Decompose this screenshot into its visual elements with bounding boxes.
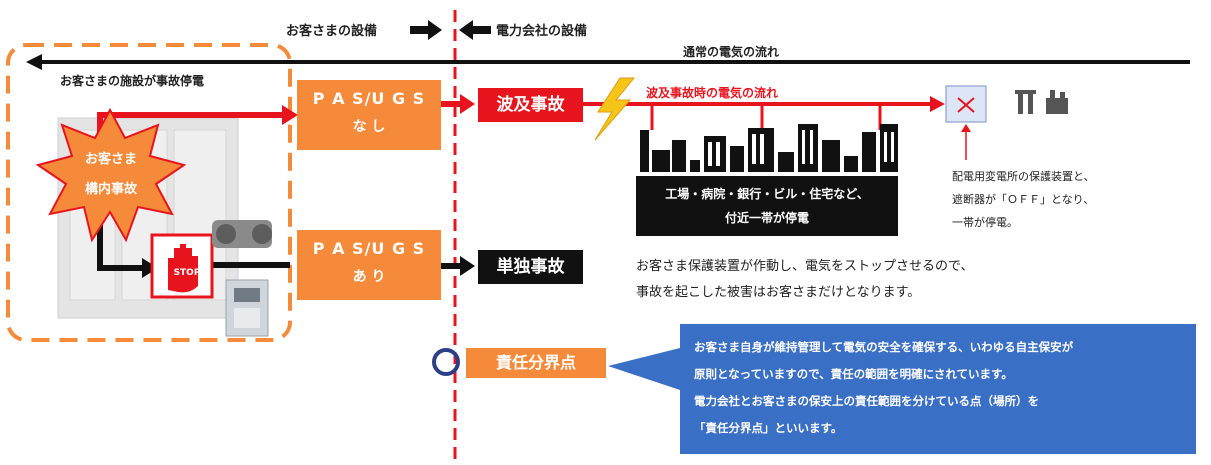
customer-equipment-label: お客さまの設備 — [286, 24, 378, 39]
pas-none-line1: P A S/U G S — [312, 89, 426, 108]
single-accident-note: お客さま保護装置が作動し、電気をストップさせるので、 事故を起こした被害はお客さ… — [636, 254, 973, 306]
breaker-box — [945, 85, 987, 123]
normal-flow-arrow — [26, 54, 1190, 70]
single-note-line2: 事故を起こした被害はお客さまだけとなります。 — [636, 285, 921, 300]
callout-line2: 原則となっていますので、責任の範囲を明確にされています。 — [694, 367, 1013, 381]
arrow-to-ripple — [441, 94, 475, 114]
callout-bubble — [608, 324, 1196, 454]
power-company-equipment-label: 電力会社の設備 — [496, 24, 588, 39]
accident-starburst — [35, 107, 187, 243]
responsibility-boundary-label: 責任分界点 — [466, 348, 606, 378]
substation-note-line1: 配電用変電所の保護装置と、 — [952, 170, 1095, 183]
callout-line3: 電力会社とお客さまの保安上の責任範囲を分けている点（場所）を — [694, 394, 1039, 408]
relay-device-illustration — [225, 279, 269, 337]
stop-label: STOP — [173, 268, 201, 278]
arrow-to-single — [441, 256, 475, 276]
substation-icon — [1015, 90, 1068, 114]
pas-ugs-have-box: P A S/U G S あ り — [297, 230, 441, 300]
city-caption-line2: 付近一帯が停電 — [724, 211, 809, 225]
city-caption-line1: 工場・病院・銀行・ビル・住宅など、 — [665, 187, 869, 201]
callout-line4: 「責任分界点」といいます。 — [694, 421, 843, 435]
single-note-line1: お客さま保護装置が作動し、電気をストップさせるので、 — [636, 259, 974, 274]
substation-note: 配電用変電所の保護装置と、 遮断器が「ＯＦＦ」となり、 一帯が停電。 — [952, 165, 1095, 234]
callout-text: お客さま自身が維持管理して電気の安全を確保する、いわゆる自主保安が 原則となって… — [694, 334, 1190, 442]
lightning-icon — [594, 77, 636, 141]
breaker-pointer-arrow — [961, 124, 971, 160]
pas-switch-illustration — [212, 220, 272, 248]
starburst-text-line2: 構内事故 — [84, 182, 137, 197]
customer-area-border — [6, 43, 292, 342]
boundary-point-ring — [432, 348, 460, 376]
substation-note-line2: 遮断器が「ＯＦＦ」となり、 — [952, 193, 1095, 206]
header-arrow-right — [410, 20, 442, 40]
ripple-accident-tag: 波及事故 — [478, 88, 583, 122]
substation-note-line3: 一帯が停電。 — [952, 216, 1018, 229]
fault-flow-path — [575, 96, 945, 130]
normal-flow-label: 通常の電気の流れ — [683, 45, 780, 59]
starburst-text-line1: お客さま — [84, 152, 137, 167]
city-skyline-icon — [640, 124, 898, 172]
customer-outage-label: お客さまの施設が事故停電 — [60, 74, 205, 88]
callout-line1: お客さま自身が維持管理して電気の安全を確保する、いわゆる自主保安が — [694, 340, 1074, 354]
pas-ugs-none-box: P A S/U G S な し — [297, 80, 441, 150]
header-arrow-left — [459, 20, 491, 40]
pas-none-line2: な し — [352, 119, 386, 135]
single-accident-tag: 単独事故 — [478, 250, 583, 284]
city-caption-box: 工場・病院・銀行・ビル・住宅など、 付近一帯が停電 — [636, 176, 898, 236]
fault-flow-label: 波及事故時の電気の流れ — [646, 86, 779, 100]
pas-have-line2: あ り — [352, 269, 386, 285]
stop-hand-icon — [150, 233, 214, 299]
city-windows — [708, 130, 894, 166]
pas-have-line1: P A S/U G S — [312, 239, 426, 258]
